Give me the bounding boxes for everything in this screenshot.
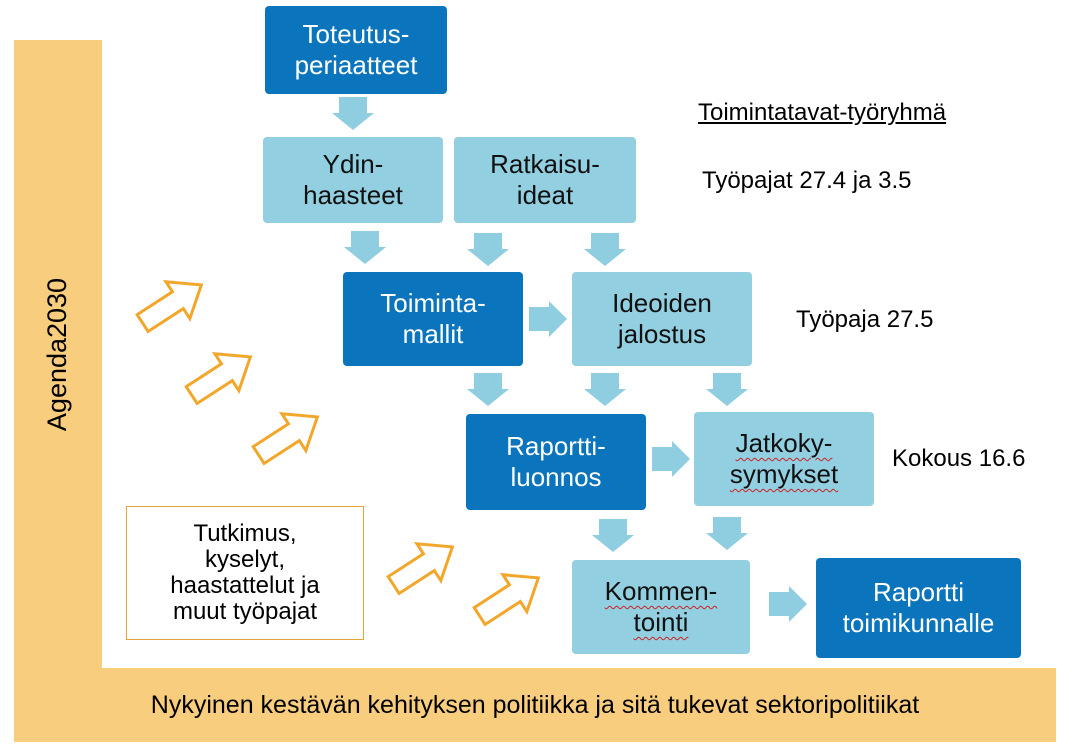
box-ydinhaasteet-text: Ydin- haasteet — [303, 148, 403, 210]
flow-arrow-right — [769, 586, 807, 622]
input-arrow — [251, 411, 320, 466]
source-box: Tutkimus, kyselyt, haastattelut ja muut … — [126, 506, 364, 640]
box-ideoiden-jalostus: Ideoiden jalostus — [572, 272, 752, 366]
flow-arrows — [332, 97, 748, 552]
flow-arrow-right — [652, 441, 690, 477]
agenda2030-frame-left — [14, 40, 102, 742]
box-raporttiluonnos-text: Raportti- luonnos — [506, 430, 606, 492]
flow-arrow-down — [584, 233, 626, 266]
flow-arrow-down — [467, 233, 509, 266]
box-ratkaisuideat: Ratkaisu- ideat — [454, 137, 636, 223]
policy-frame-bottom — [14, 668, 1056, 742]
box-jatkokysymykset-text: Jatkoky- symykset — [729, 427, 839, 489]
input-arrow — [386, 541, 455, 596]
box-ratkaisuideat-text: Ratkaisu- ideat — [490, 148, 600, 210]
flow-arrow-down — [467, 373, 509, 406]
box-ideoiden-jalostus-text: Ideoiden jalostus — [612, 287, 712, 349]
note-workshop-2: Työpaja 27.5 — [796, 306, 934, 333]
input-arrows — [135, 279, 541, 627]
note-group: Toimintatavat-työryhmä — [698, 99, 947, 126]
flow-arrow-right — [529, 301, 567, 337]
input-arrow — [472, 572, 541, 627]
note-workshops-1: Työpajat 27.4 ja 3.5 — [702, 167, 912, 194]
flow-arrow-down — [592, 519, 634, 552]
box-toteutusperiaatteet-text: Toteutus- periaatteet — [294, 18, 418, 80]
box-kommentointi: Kommen- tointi — [572, 560, 750, 654]
box-kommentointi-text: Kommen- tointi — [604, 575, 718, 637]
source-box-text: Tutkimus, kyselyt, haastattelut ja muut … — [170, 520, 320, 625]
box-toimintamallit: Toiminta- mallit — [343, 272, 523, 366]
flow-arrow-down — [706, 517, 748, 550]
box-raportti-toimikunnalle: Raportti toimikunnalle — [816, 558, 1021, 658]
policy-label: Nykyinen kestävän kehityksen politiikka … — [150, 690, 920, 719]
box-toimintamallit-text: Toiminta- mallit — [380, 287, 486, 349]
flow-arrows-right — [529, 301, 807, 622]
box-jatkokysymykset: Jatkoky- symykset — [694, 412, 874, 506]
input-arrow — [184, 351, 253, 406]
input-arrow — [135, 279, 204, 334]
flow-arrow-down — [344, 231, 386, 264]
note-meeting: Kokous 16.6 — [892, 445, 1026, 472]
flow-arrow-down — [332, 97, 374, 130]
flow-arrow-down — [584, 373, 626, 406]
box-raportti-toimikunnalle-text: Raportti toimikunnalle — [842, 576, 995, 638]
flow-arrow-down — [706, 373, 748, 406]
box-ydinhaasteet: Ydin- haasteet — [263, 137, 443, 223]
box-toteutusperiaatteet: Toteutus- periaatteet — [265, 6, 447, 94]
box-raporttiluonnos: Raportti- luonnos — [466, 414, 646, 510]
